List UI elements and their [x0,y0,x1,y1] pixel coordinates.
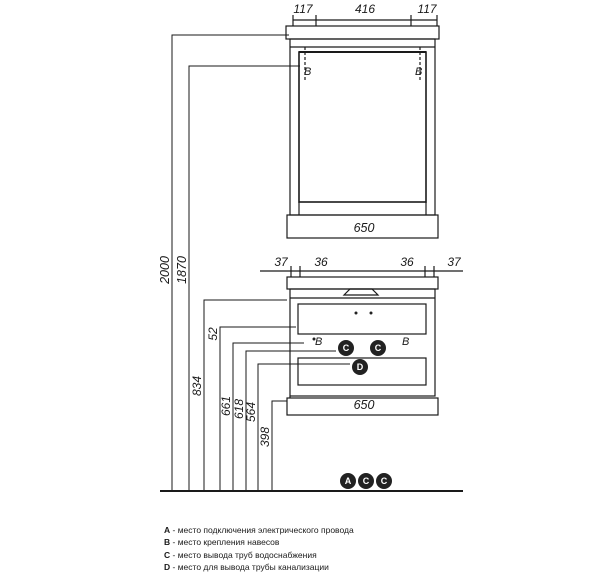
upper-mount-right-label: B [415,66,422,78]
base-cabinet [286,276,439,416]
dimension-564: 564 [244,402,258,422]
dimension-834: 834 [190,376,204,396]
legend-item-d: D - место для вывода трубы канализации [164,562,329,573]
drain-outlet-label: D [357,362,364,372]
water-outlet-right-label: C [375,343,382,353]
dimension-52: 52 [206,327,220,341]
floor-marker-c-right: C [381,476,388,486]
legend: A - место подключения электрического про… [164,524,584,574]
base-markers [312,311,386,375]
legend-item-a: A - место подключения электрического про… [164,525,354,535]
base-width-outer-right: 37 [447,255,462,269]
base-total-width: 650 [354,398,375,412]
base-width-inner-right: 36 [400,255,414,269]
dimension-398: 398 [258,427,272,447]
legend-item-b: B - место крепления навесов [164,537,280,548]
water-outlet-left-label: C [343,343,350,353]
water-point-left-icon [358,473,374,489]
electric-point-icon [340,473,356,489]
base-width-outer-left: 37 [274,255,289,269]
base-mount-right-label: B [402,336,409,348]
dimension-618: 618 [232,399,246,419]
base-width-inner-left: 36 [314,255,328,269]
drain-outlet-icon [352,359,368,375]
upper-total-width: 650 [354,221,375,235]
dimension-1870: 1870 [175,256,189,284]
upper-mount-left-label: B [304,66,311,78]
base-width-dimension [260,266,463,277]
floor-markers [340,473,392,489]
dimension-2000: 2000 [158,256,172,285]
water-outlet-right-icon [370,340,386,356]
water-outlet-left-icon [338,340,354,356]
floor-marker-a: A [345,476,352,486]
upper-cabinet [285,25,440,239]
water-point-right-icon [376,473,392,489]
upper-width-center: 416 [355,2,375,16]
upper-width-dimension [292,15,438,26]
dimension-661: 661 [219,396,233,416]
vertical-dimension-lines [171,34,350,491]
base-mount-left-label: B [315,336,322,348]
upper-width-left: 117 [293,2,313,16]
legend-item-c: C - место вывода труб водоснабжения [164,549,317,560]
floor-marker-c-left: C [363,476,370,486]
upper-width-right: 117 [417,2,437,16]
